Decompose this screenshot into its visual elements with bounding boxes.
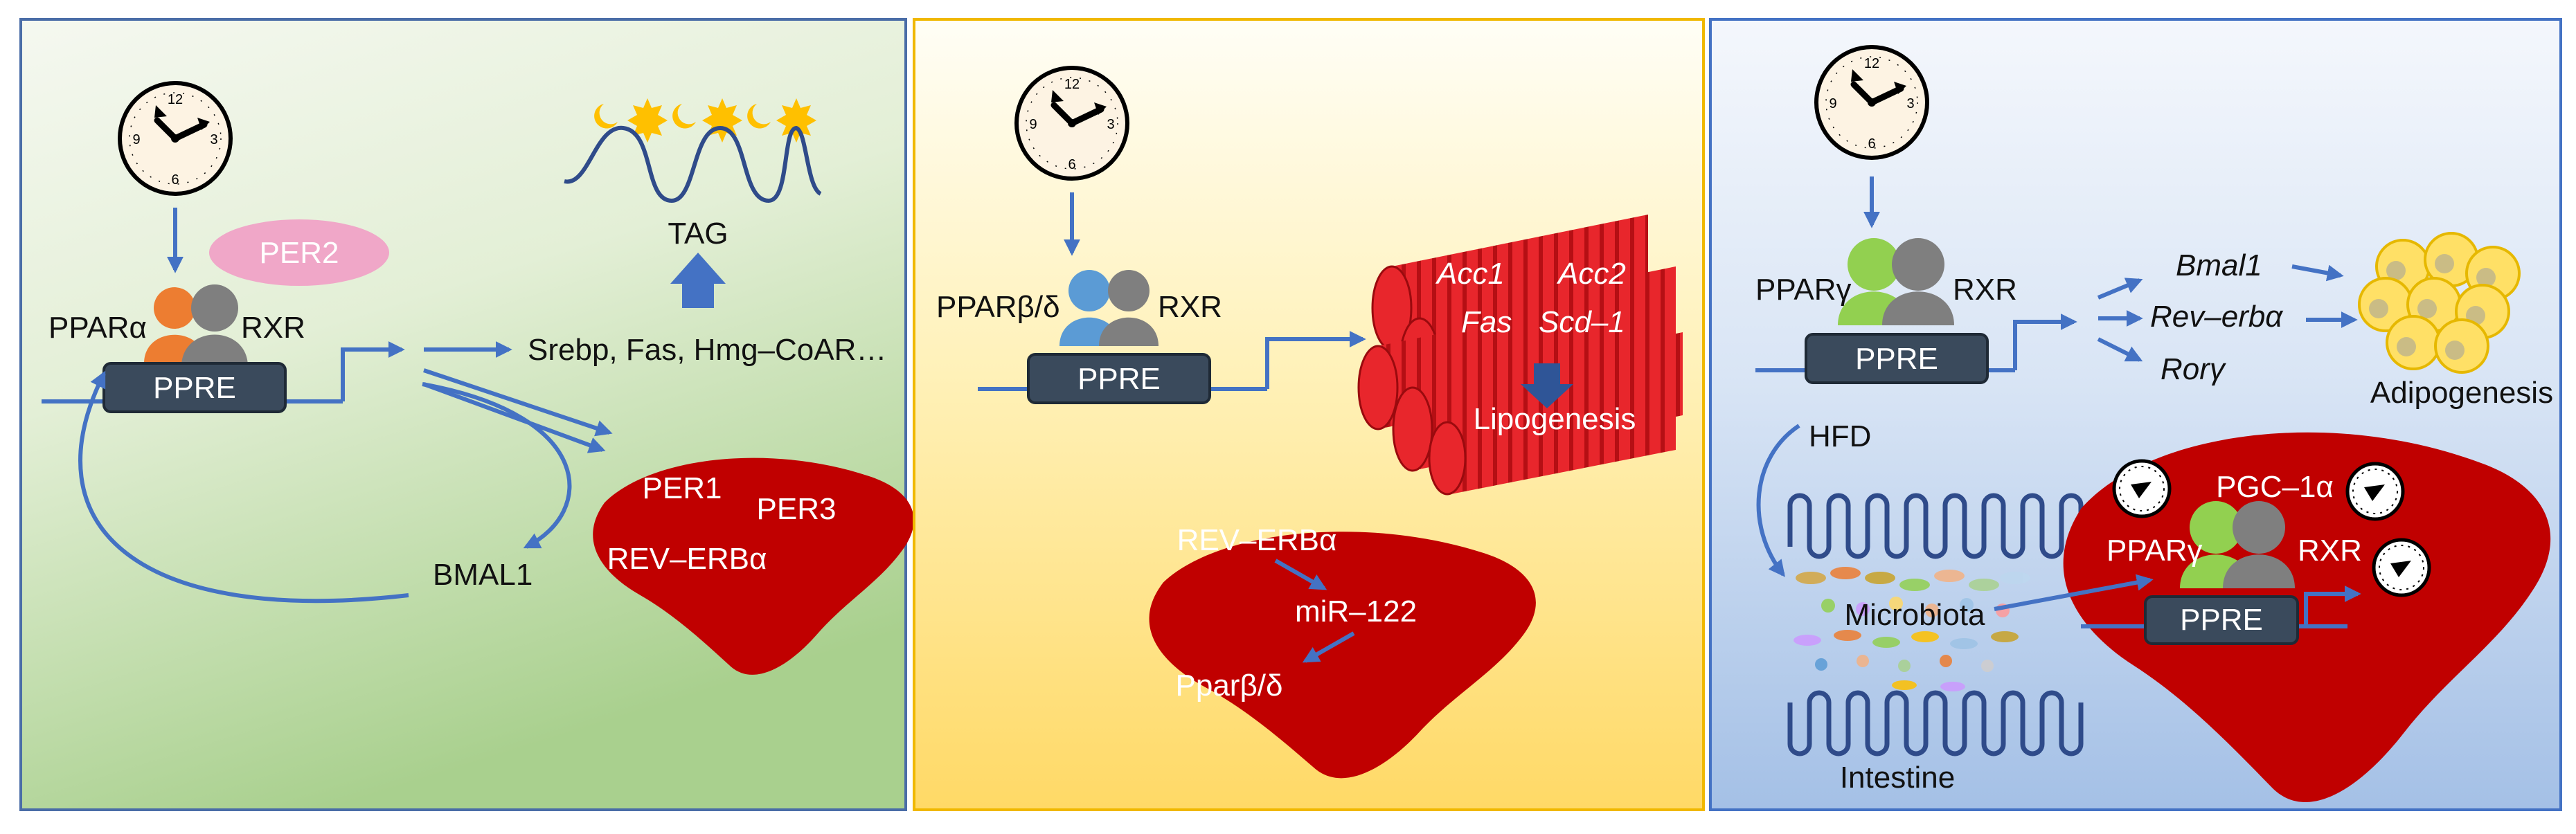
rev-erb-label: REV–ERBα — [607, 542, 767, 576]
per1-label: PER1 — [643, 471, 722, 505]
gene-fas: Fas — [1461, 305, 1512, 339]
feedback-arrow — [78, 370, 409, 604]
svg-text:3: 3 — [210, 132, 217, 147]
clock-icon: 12 3 6 9 — [1017, 68, 1127, 179]
bmal1-to-adipo-arrow — [2291, 264, 2344, 282]
svg-text:12: 12 — [168, 92, 183, 107]
tag-label: TAG — [668, 217, 728, 251]
panel-2-ppar-beta-delta: 12 3 6 9 PPARβ/δ RXR PPRE — [913, 18, 1705, 811]
svg-text:12: 12 — [1064, 77, 1080, 92]
mir-to-ppar-arrow — [1302, 631, 1355, 663]
rxr-figure — [1099, 270, 1159, 346]
reverb-to-mir-arrow — [1274, 559, 1327, 590]
bmal1-gene-arrow — [2097, 278, 2143, 300]
gene-bmal1: Bmal1 — [2176, 248, 2262, 282]
microbiota-label: Microbiota — [1845, 598, 1985, 632]
svg-text:9: 9 — [1029, 117, 1037, 132]
gene-ror: Rorγ — [2161, 352, 2227, 386]
panel-1-ppar-alpha: 12 3 6 9 PER2 PPARα RXR PPRE Srebp, Fas,… — [19, 18, 914, 811]
tss-arrow — [1265, 331, 1366, 389]
svg-text:9: 9 — [132, 132, 140, 147]
gene-rev-erb: Rev–erbα — [2150, 300, 2284, 334]
svg-text:9: 9 — [1829, 96, 1836, 111]
microbiota-to-liver-arrow — [1994, 574, 2154, 611]
ppar-beta-gene-label: Pparβ/δ — [1176, 669, 1283, 702]
per2-ellipse — [209, 219, 389, 286]
mir122-label: miR–122 — [1295, 595, 1417, 628]
tss-arrow — [2013, 314, 2077, 370]
rev-erb-label: REV–ERBα — [1177, 523, 1337, 557]
ppre-label: PPRE — [1855, 342, 1938, 376]
bacteria-cloud — [1794, 567, 2030, 691]
svg-text:3: 3 — [1906, 96, 1914, 111]
bmal1-arrow — [422, 382, 572, 549]
svg-text:6: 6 — [171, 172, 179, 188]
rxr-figure — [1882, 238, 1954, 325]
muscle-fibers — [1357, 215, 1683, 496]
ppre-label: PPRE — [1077, 362, 1161, 396]
pgc1a-label: PGC–1α — [2216, 470, 2334, 504]
rxr-label: RXR — [241, 311, 305, 345]
liver-tss-arrow — [2304, 586, 2361, 626]
gene-scd1: Scd–1 — [1539, 305, 1625, 339]
ppar-alpha-label: PPARα — [48, 311, 147, 345]
ppre-label: PPRE — [153, 371, 236, 405]
rxr-label: RXR — [1158, 290, 1222, 324]
ror-gene-arrow — [2097, 337, 2143, 362]
clock-symbol-1 — [2114, 461, 2170, 516]
lipogenesis-label: Lipogenesis — [1474, 402, 1636, 436]
svg-text:6: 6 — [1868, 136, 1875, 152]
clock-icon: 12 3 6 9 — [120, 83, 231, 194]
tag-up-arrow — [670, 253, 726, 308]
bmal1-label: BMAL1 — [433, 558, 533, 592]
liver-rxr-figure — [2223, 501, 2295, 588]
gene-acc1: Acc1 — [1435, 257, 1505, 291]
liver-arrow-1 — [423, 368, 613, 437]
hfd-label: HFD — [1809, 419, 1871, 453]
liver-rxr-label: RXR — [2298, 534, 2362, 568]
liver-ppre-box — [2144, 595, 2299, 645]
day-night-icons — [594, 98, 816, 143]
rxr-label: RXR — [1953, 273, 2017, 307]
svg-text:3: 3 — [1107, 117, 1114, 132]
rxr-figure — [181, 284, 248, 367]
ppar-beta-label: PPARβ/δ — [936, 290, 1060, 324]
liver-arrow-2 — [422, 382, 606, 453]
svg-text:12: 12 — [1864, 56, 1879, 71]
panel-3-ppar-gamma: 12 3 6 9 PPARγ RXR PPRE Bmal1 Rev–erbα R… — [1709, 18, 2562, 811]
adipogenesis-label: Adipogenesis — [2370, 376, 2553, 410]
targets-label: Srebp, Fas, Hmg–CoAR… — [528, 333, 886, 367]
clock-symbol-2 — [2347, 464, 2403, 519]
per3-label: PER3 — [757, 492, 837, 526]
per2-label: PER2 — [260, 236, 339, 270]
ppre-box — [1027, 353, 1211, 404]
liver-ppre-label: PPRE — [2180, 603, 2263, 637]
hfd-arrow — [1756, 424, 1800, 577]
clock-icon: 12 3 6 9 — [1816, 47, 1927, 158]
ppar-gamma-label: PPARγ — [1755, 273, 1852, 307]
liver-ppar-gamma-label: PPARγ — [2107, 534, 2203, 568]
svg-text:6: 6 — [1068, 157, 1075, 172]
tss-arrow — [341, 341, 405, 401]
lipogenesis-down-arrow — [1521, 363, 1573, 408]
rhythm-wave — [564, 125, 822, 203]
clock-symbol-3 — [2374, 540, 2429, 595]
ppre-box — [1805, 333, 1989, 384]
gene-acc2: Acc2 — [1556, 257, 1626, 291]
intestine-label: Intestine — [1840, 761, 1955, 795]
